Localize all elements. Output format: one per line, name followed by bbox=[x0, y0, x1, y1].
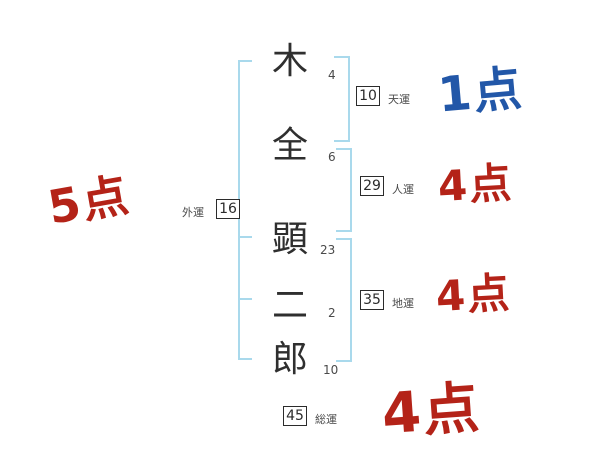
stroke-count-5: 10 bbox=[323, 363, 339, 377]
outer-bracket-tick-mid2 bbox=[238, 298, 252, 300]
earth-bracket-tick-top bbox=[336, 238, 350, 240]
stroke-count-2: 6 bbox=[328, 150, 336, 164]
heaven-bracket-tick-top bbox=[334, 56, 348, 58]
heaven-fortune-score: 1点 bbox=[435, 60, 526, 124]
outer-fortune-label: 外運 bbox=[182, 206, 204, 219]
stroke-count-3: 23 bbox=[320, 243, 336, 257]
outer-bracket-tick-bottom bbox=[238, 358, 252, 360]
earth-bracket-tick-bottom bbox=[336, 360, 350, 362]
total-fortune-value: 45 bbox=[283, 406, 307, 426]
person-bracket-line bbox=[350, 148, 352, 232]
person-fortune-value: 29 bbox=[360, 176, 384, 196]
name-char-3: 顕 bbox=[271, 219, 308, 260]
earth-fortune-score: 4点 bbox=[434, 268, 513, 321]
heaven-fortune-value: 10 bbox=[356, 86, 380, 106]
earth-fortune-label: 地運 bbox=[392, 297, 414, 310]
name-char-2: 全 bbox=[271, 125, 308, 166]
total-fortune-score: 4点 bbox=[379, 375, 484, 448]
stroke-count-4: 2 bbox=[328, 306, 336, 320]
name-char-1: 木 bbox=[271, 41, 308, 82]
heaven-bracket-tick-bottom bbox=[334, 140, 348, 142]
earth-fortune-value: 35 bbox=[360, 290, 384, 310]
outer-fortune-score: 5点 bbox=[43, 167, 135, 235]
heaven-fortune-label: 天運 bbox=[388, 93, 410, 106]
outer-bracket-tick-mid1 bbox=[238, 236, 252, 238]
outer-bracket-tick-top bbox=[238, 60, 252, 62]
person-fortune-score: 4点 bbox=[436, 158, 515, 211]
earth-bracket-line bbox=[350, 238, 352, 362]
outer-fortune-value: 16 bbox=[216, 199, 240, 219]
name-char-4: 二 bbox=[271, 285, 308, 326]
person-bracket-tick-top bbox=[336, 148, 350, 150]
person-bracket-tick-bottom bbox=[336, 230, 350, 232]
heaven-bracket-line bbox=[348, 56, 350, 142]
person-fortune-label: 人運 bbox=[392, 183, 414, 196]
total-fortune-label: 総運 bbox=[315, 413, 337, 426]
stroke-count-1: 4 bbox=[328, 68, 336, 82]
name-char-5: 郎 bbox=[271, 339, 308, 380]
